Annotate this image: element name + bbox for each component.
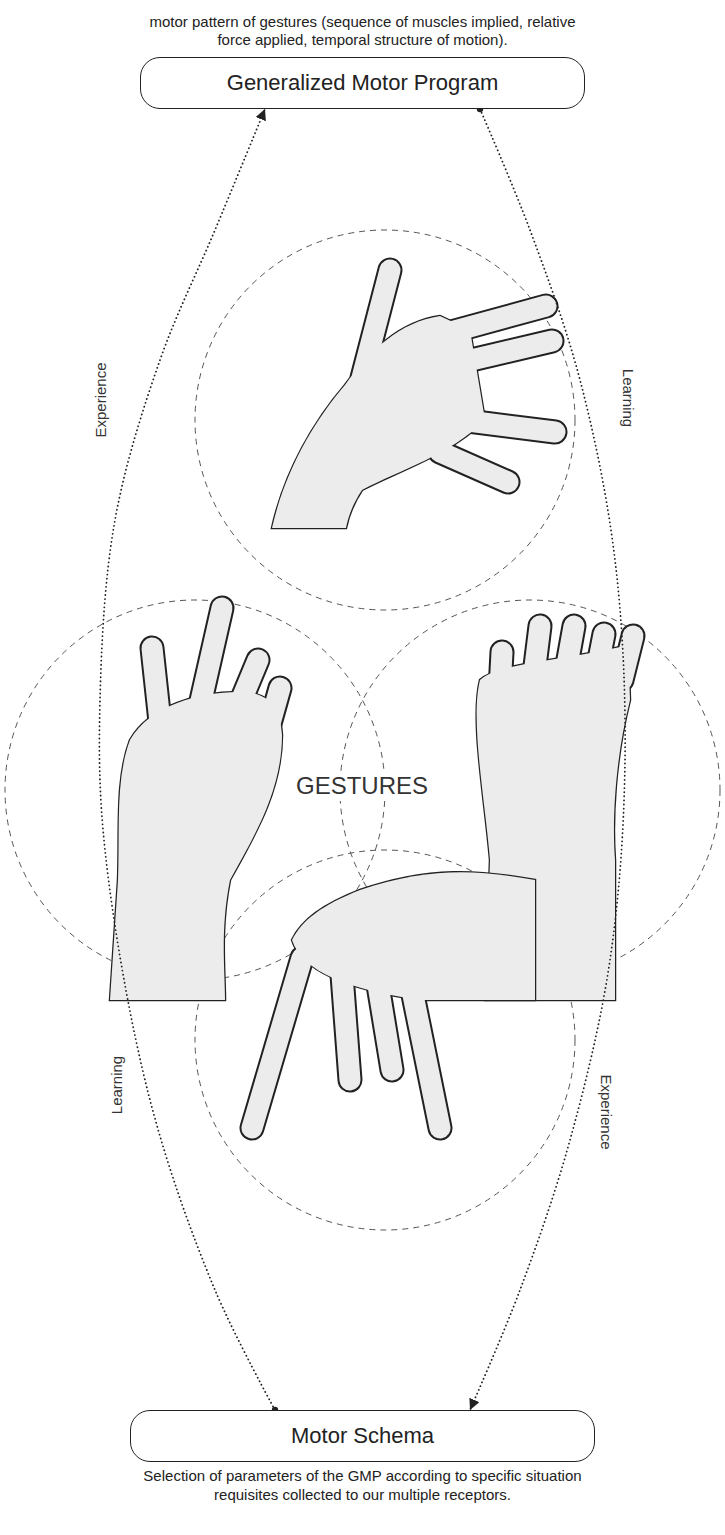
hand-palm	[272, 316, 485, 528]
hand-palm	[292, 872, 535, 1000]
edge-label: Learning	[620, 369, 637, 427]
dotted-arrow	[99, 109, 275, 1410]
hand-drawing	[252, 872, 535, 1128]
rounded-box: motor pattern of gestures (sequence of m…	[140, 57, 585, 109]
center-label: GESTURES	[292, 771, 432, 801]
hand-palm	[110, 692, 282, 1000]
connector-group	[99, 109, 278, 1413]
hand-drawing	[110, 608, 282, 1000]
dashed-circle	[195, 230, 575, 610]
edge-label: Experience	[598, 1074, 615, 1149]
connector-group	[470, 106, 625, 1410]
dashed-circle	[195, 850, 575, 1230]
hand-palm	[292, 872, 535, 1000]
rounded-box: Motor SchemaSelection of parameters of t…	[130, 1410, 595, 1462]
hand-palm	[110, 692, 282, 1000]
edge-label: Experience	[92, 362, 109, 437]
box-title: Motor Schema	[291, 1423, 434, 1449]
hand-palm	[272, 316, 485, 528]
box-title: Generalized Motor Program	[227, 70, 498, 96]
dotted-arrow	[470, 109, 625, 1410]
hand-drawing	[272, 270, 555, 528]
edge-label: Learning	[108, 1056, 125, 1114]
box-description: Selection of parameters of the GMP accor…	[138, 1467, 588, 1505]
box-description: motor pattern of gestures (sequence of m…	[143, 13, 583, 51]
